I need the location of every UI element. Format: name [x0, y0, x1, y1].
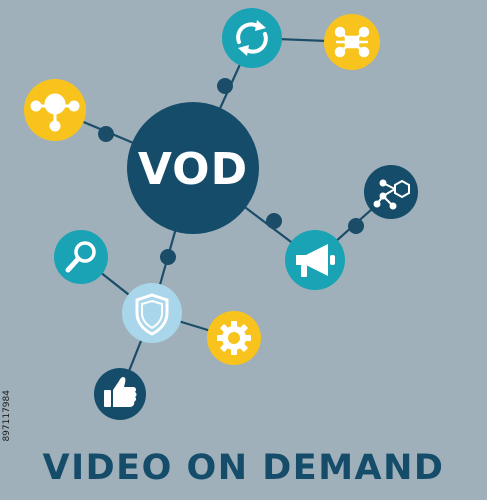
node-hub — [24, 79, 86, 141]
thumbs-up-icon — [104, 377, 137, 407]
node-hexagon-network — [364, 165, 418, 219]
search-icon — [65, 241, 96, 273]
megaphone-icon — [296, 244, 335, 277]
center-label: VOD — [138, 144, 248, 195]
node-search — [54, 230, 108, 284]
hexagon-network-icon — [373, 179, 410, 210]
network-icon — [334, 26, 370, 58]
node-gear — [207, 311, 261, 365]
diagram-title: VIDEO ON DEMAND — [42, 448, 445, 488]
node-network — [324, 14, 380, 70]
connector-dots — [98, 78, 364, 265]
node-shield — [122, 283, 182, 343]
stock-id-label: 897117984 — [2, 390, 12, 442]
node-refresh — [222, 8, 282, 68]
shield-icon — [135, 293, 169, 336]
connector-dot — [98, 126, 114, 142]
connector-dot — [348, 218, 364, 234]
connector-dot — [217, 78, 233, 94]
center-node: VOD — [127, 102, 259, 234]
node-thumbs-up — [94, 368, 146, 420]
connector-dot — [160, 249, 176, 265]
refresh-icon — [236, 22, 268, 54]
node-megaphone — [285, 230, 345, 290]
connector-dot — [266, 213, 282, 229]
hub-icon — [30, 93, 80, 132]
gear-icon — [217, 321, 251, 355]
